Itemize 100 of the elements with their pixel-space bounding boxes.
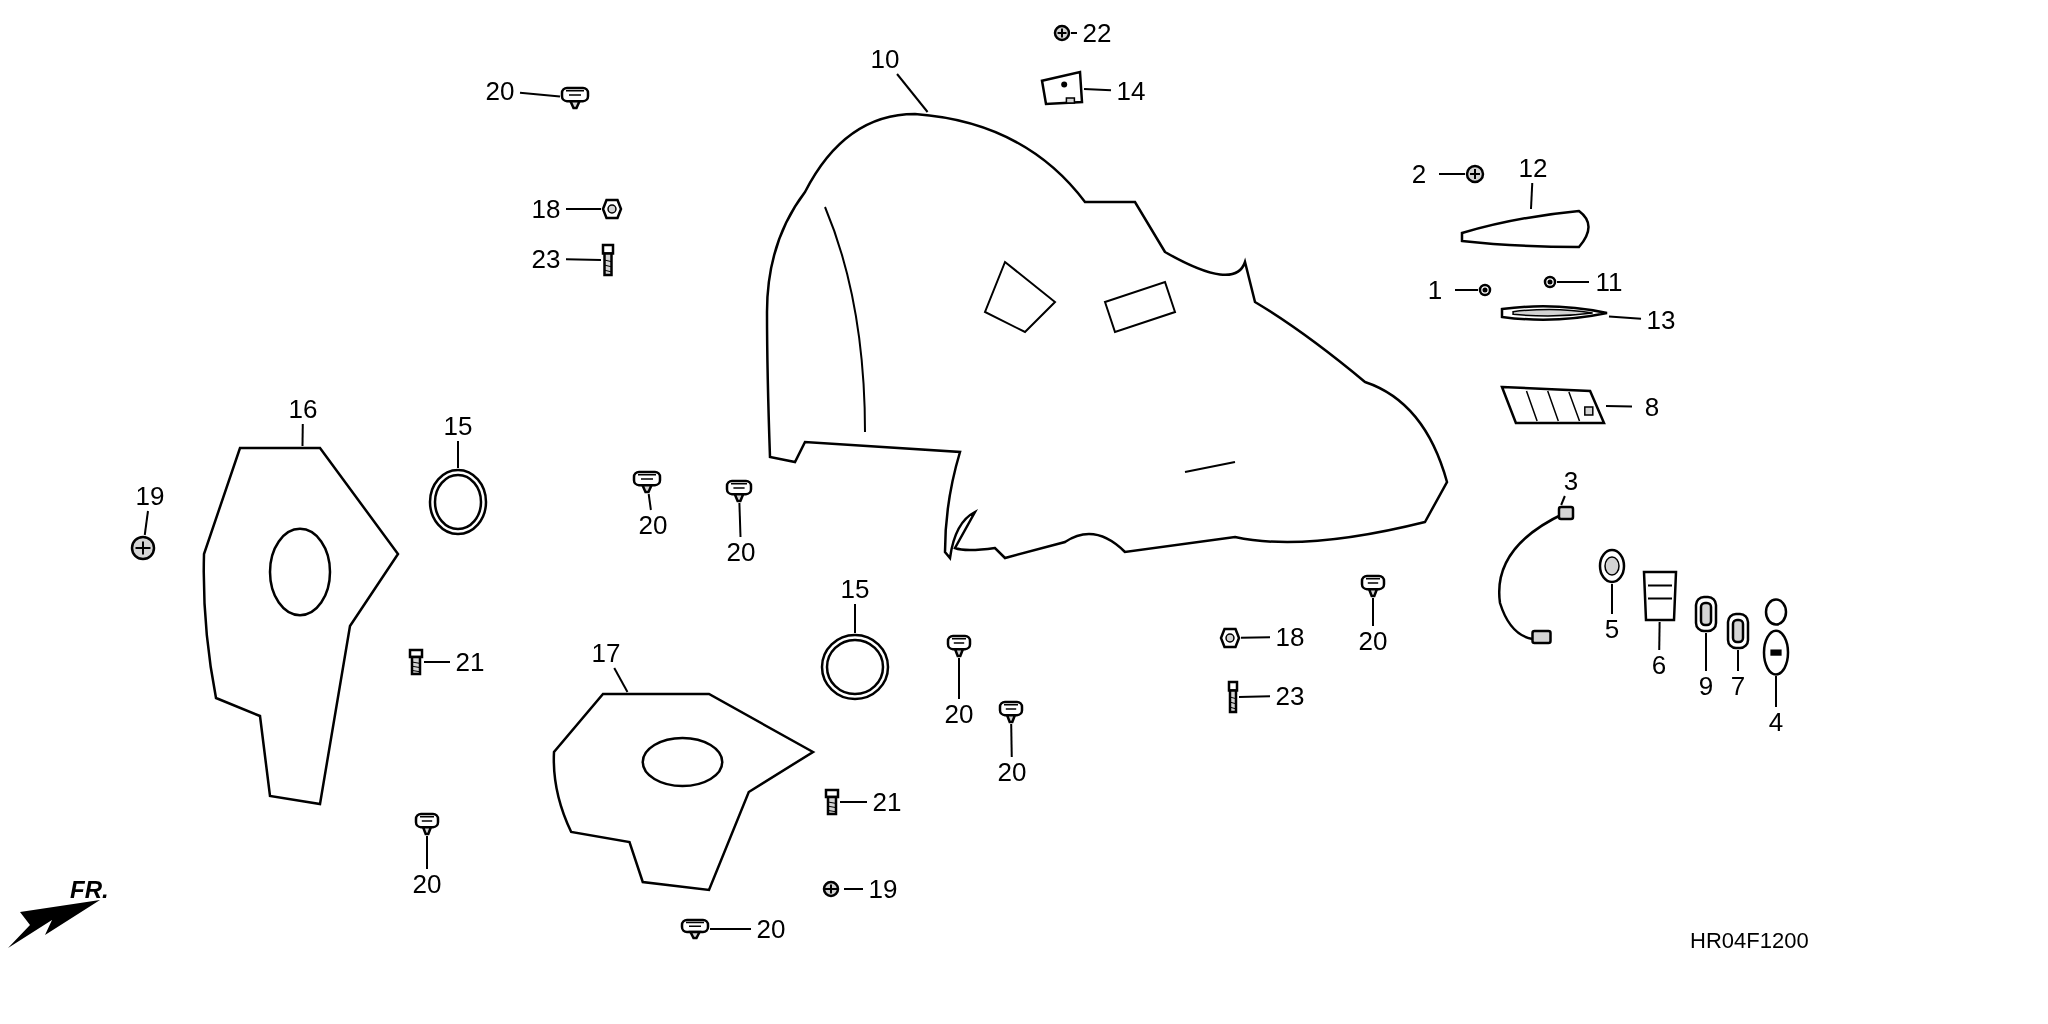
callout-number: 20: [412, 871, 442, 897]
leader-line: [613, 667, 629, 693]
side-panel-drawing: [200, 446, 400, 806]
clip-drawing: [998, 700, 1024, 724]
cap-drawing: [1762, 598, 1790, 676]
callout-number: 19: [868, 876, 898, 902]
socket-drawing: [1642, 570, 1678, 622]
leader-line: [143, 510, 149, 536]
callout-number: 18: [531, 196, 561, 222]
callout-number: 15: [840, 576, 870, 602]
leader-line: [1438, 173, 1466, 175]
leader-line: [1530, 182, 1534, 210]
callout-number: 18: [1275, 624, 1305, 650]
clip-drawing: [725, 479, 753, 503]
callout-number: 21: [872, 789, 902, 815]
leader-line: [1070, 32, 1078, 34]
callout-number: 20: [997, 759, 1027, 785]
callout-number: 12: [1518, 155, 1548, 181]
bolt-drawing: [824, 788, 840, 816]
leader-line: [565, 208, 602, 210]
leader-line: [1010, 723, 1013, 758]
ring-drawing: [820, 633, 890, 701]
callout-number: 8: [1644, 394, 1660, 420]
leader-line: [839, 801, 868, 803]
callout-number: 10: [870, 46, 900, 72]
leader-line: [1658, 621, 1661, 651]
callout-number: 2: [1411, 161, 1427, 187]
grommet-drawing: [1598, 548, 1626, 584]
nut-drawing: [601, 198, 623, 220]
callout-number: 17: [591, 640, 621, 666]
gasket-drawing: [1726, 612, 1750, 650]
screw-drawing: [128, 535, 158, 561]
diagram-code: HR04F1200: [1690, 927, 1809, 955]
leader-line: [854, 603, 856, 634]
leader-line: [423, 661, 451, 663]
callout-number: 4: [1768, 709, 1784, 735]
callout-number: 5: [1604, 616, 1620, 642]
leader-line: [1240, 636, 1271, 639]
callout-number: 15: [443, 413, 473, 439]
side-panel-drawing: [550, 692, 815, 892]
leader-line: [1605, 405, 1633, 408]
leader-line: [1556, 281, 1590, 283]
clip-drawing: [1360, 574, 1386, 598]
callout-number: 21: [455, 649, 485, 675]
callout-number: 3: [1563, 468, 1579, 494]
gasket-drawing: [1694, 595, 1718, 633]
leader-line: [301, 423, 304, 447]
leader-line: [457, 440, 459, 469]
callout-number: 14: [1116, 78, 1146, 104]
callout-number: 7: [1730, 673, 1746, 699]
callout-number: 16: [288, 396, 318, 422]
leader-line: [1737, 649, 1739, 672]
washer-drawing: [1478, 283, 1492, 297]
callout-number: 20: [485, 78, 515, 104]
clip-drawing: [632, 470, 662, 494]
leader-line: [738, 502, 742, 538]
lid-drawing: [1040, 70, 1084, 106]
leader-line: [1454, 289, 1479, 291]
leader-line: [1560, 495, 1566, 506]
bolt-drawing: [1227, 680, 1239, 714]
clip-drawing: [560, 86, 590, 110]
callout-number: 20: [756, 916, 786, 942]
clip-drawing: [414, 812, 440, 836]
leader-line: [1083, 87, 1112, 92]
callout-number: 22: [1082, 20, 1112, 46]
callout-number: 6: [1651, 652, 1667, 678]
callout-number: 23: [1275, 683, 1305, 709]
leader-line: [1608, 315, 1642, 320]
screw-drawing: [1465, 164, 1485, 184]
cover-drawing: [1500, 385, 1606, 425]
callout-number: 20: [638, 512, 668, 538]
callout-number: 20: [1358, 628, 1388, 654]
leader-line: [1705, 632, 1707, 672]
callout-number: 19: [135, 483, 165, 509]
leader-line: [519, 91, 561, 98]
callout-number: 11: [1595, 269, 1623, 295]
leader-line: [647, 493, 652, 511]
clip-drawing: [680, 918, 710, 940]
callout-number: 20: [944, 701, 974, 727]
callout-number: 20: [726, 539, 756, 565]
callout-number: 1: [1427, 277, 1443, 303]
screw-drawing: [1053, 24, 1071, 42]
leader-line: [896, 73, 929, 113]
leader-line: [843, 888, 864, 890]
leader-line: [1238, 695, 1271, 698]
ring-drawing: [428, 468, 488, 536]
leader-line: [565, 258, 602, 261]
leader-line: [709, 928, 752, 930]
washer-drawing: [1543, 275, 1557, 289]
callout-number: 13: [1646, 307, 1676, 333]
leader-line: [1775, 675, 1777, 708]
leader-line: [1611, 583, 1613, 615]
leader-line: [958, 657, 960, 700]
nut-drawing: [1219, 627, 1241, 649]
leader-line: [426, 835, 428, 870]
bolt-drawing: [601, 243, 615, 277]
clip-drawing: [946, 634, 972, 658]
callout-number: 9: [1698, 673, 1714, 699]
callout-number: 23: [531, 246, 561, 272]
fender-drawing: [765, 112, 1450, 560]
